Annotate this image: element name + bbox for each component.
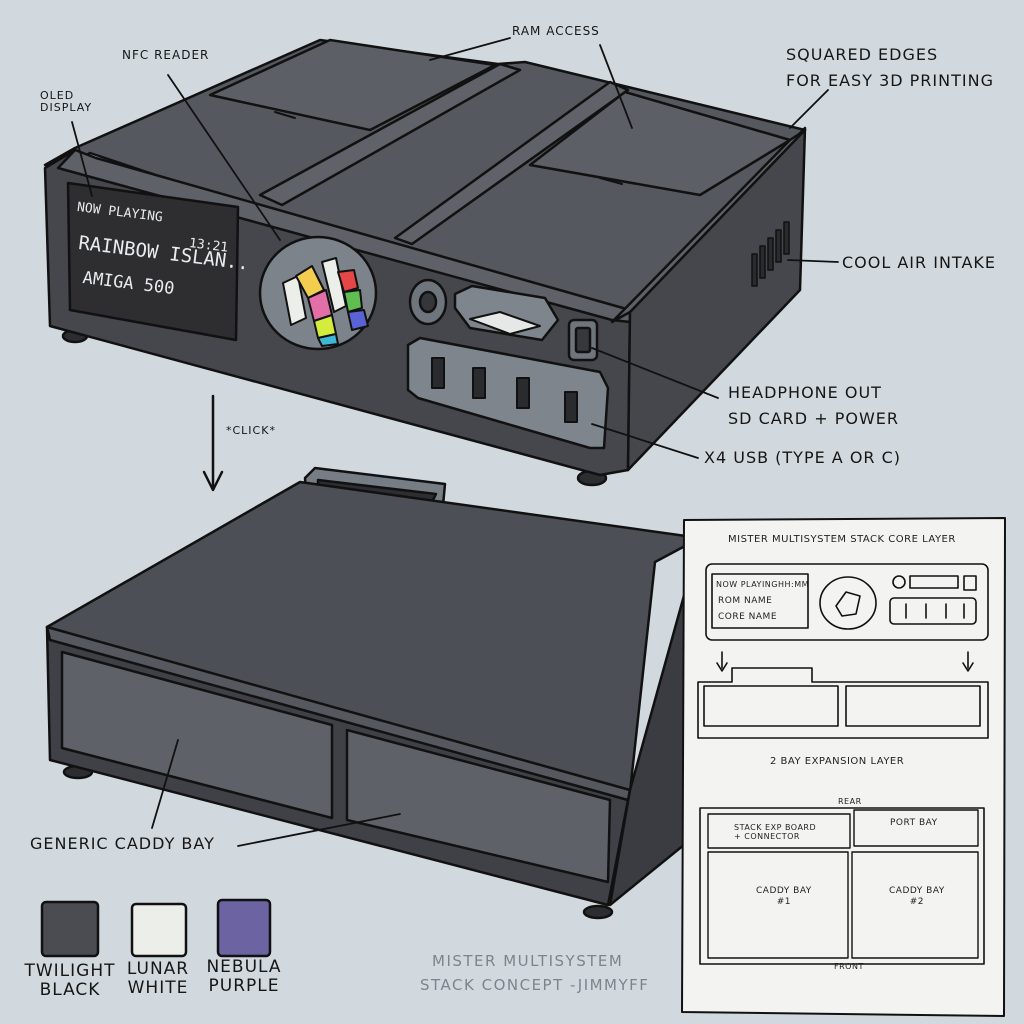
swatch-name-0b: BLACK: [39, 980, 101, 1000]
sheet-caddy-1-line2: #1: [776, 897, 792, 907]
sheet-title: MISTER MULTISYSTEM STACK CORE LAYER: [728, 534, 956, 545]
label-headphone-line2: SD CARD + POWER: [728, 409, 899, 428]
label-oled-line1: OLED: [40, 89, 75, 102]
sheet-rear: REAR: [838, 797, 862, 806]
air-intake-vents: [751, 221, 790, 287]
credit-line1: MISTER MULTISYSTEM: [432, 952, 624, 970]
swatch-name-twilight-black: TWILIGHT BLACK: [20, 962, 120, 1000]
label-headphone-out: HEADPHONE OUT SD CARD + POWER: [728, 380, 899, 432]
swatch-name-1a: LUNAR: [126, 959, 190, 979]
sheet-caddy-2-line2: #2: [909, 897, 925, 907]
sheet-caddy-1: CADDY BAY #1: [756, 886, 812, 908]
label-oled-display: OLED DISPLAY: [40, 90, 92, 114]
swatch-name-2a: NEBULA: [206, 957, 282, 977]
label-usb: X4 USB (TYPE A OR C): [704, 448, 902, 467]
swatch-name-0a: TWILIGHT: [24, 961, 116, 981]
swatch-name-nebula-purple: NEBULA PURPLE: [194, 958, 294, 996]
sheet-expansion-title: 2 BAY EXPANSION LAYER: [770, 756, 905, 767]
label-ram-access: RAM ACCESS: [512, 24, 600, 38]
credit-line2: STACK CONCEPT -JIMMYFF: [420, 976, 650, 994]
sheet-stack-exp-line1: STACK EXP BOARD: [734, 823, 817, 832]
label-squared-line1: SQUARED EDGES: [786, 45, 939, 64]
label-nfc-reader: NFC READER: [122, 48, 210, 62]
swatch-name-1b: WHITE: [127, 978, 189, 998]
sheet-stack-exp-line2: + CONNECTOR: [734, 832, 800, 841]
sheet-caddy-2-line1: CADDY BAY: [889, 886, 945, 896]
sheet-rom-name: ROM NAME: [718, 596, 773, 606]
sheet-now-playing: NOW PLAYING: [716, 580, 778, 589]
label-squared-line2: FOR EASY 3D PRINTING: [786, 71, 994, 90]
sheet-port-bay: PORT BAY: [890, 818, 938, 828]
label-generic-caddy-bay: GENERIC CADDY BAY: [30, 834, 215, 853]
label-click: *CLICK*: [226, 424, 276, 437]
sheet-front: FRONT: [834, 962, 864, 971]
swatch-twilight-black: [40, 900, 100, 958]
click-arrow: [202, 394, 224, 492]
mister-logo-icon: [282, 257, 369, 347]
expansion-layer: [45, 466, 702, 920]
core-unit: [43, 38, 807, 487]
sheet-core-name: CORE NAME: [718, 612, 778, 622]
sheet-caddy-2: CADDY BAY #2: [889, 886, 945, 908]
swatch-name-2b: PURPLE: [208, 976, 280, 996]
sheet-hhmm: HH:MM: [778, 580, 810, 589]
sheet-stack-exp: STACK EXP BOARD + CONNECTOR: [734, 823, 816, 841]
swatch-nebula-purple: [216, 898, 272, 958]
color-swatches: [40, 898, 272, 958]
sheet-caddy-1-line1: CADDY BAY: [756, 886, 812, 896]
leader-lines: [71, 37, 839, 847]
swatch-lunar-white: [130, 902, 188, 958]
label-headphone-line1: HEADPHONE OUT: [728, 383, 882, 402]
spec-sheet: [681, 517, 1006, 1017]
label-cool-air-intake: COOL AIR INTAKE: [842, 253, 996, 272]
label-squared-edges: SQUARED EDGES FOR EASY 3D PRINTING: [786, 42, 994, 94]
swatch-name-lunar-white: LUNAR WHITE: [108, 960, 208, 998]
label-oled-line2: DISPLAY: [40, 101, 93, 114]
